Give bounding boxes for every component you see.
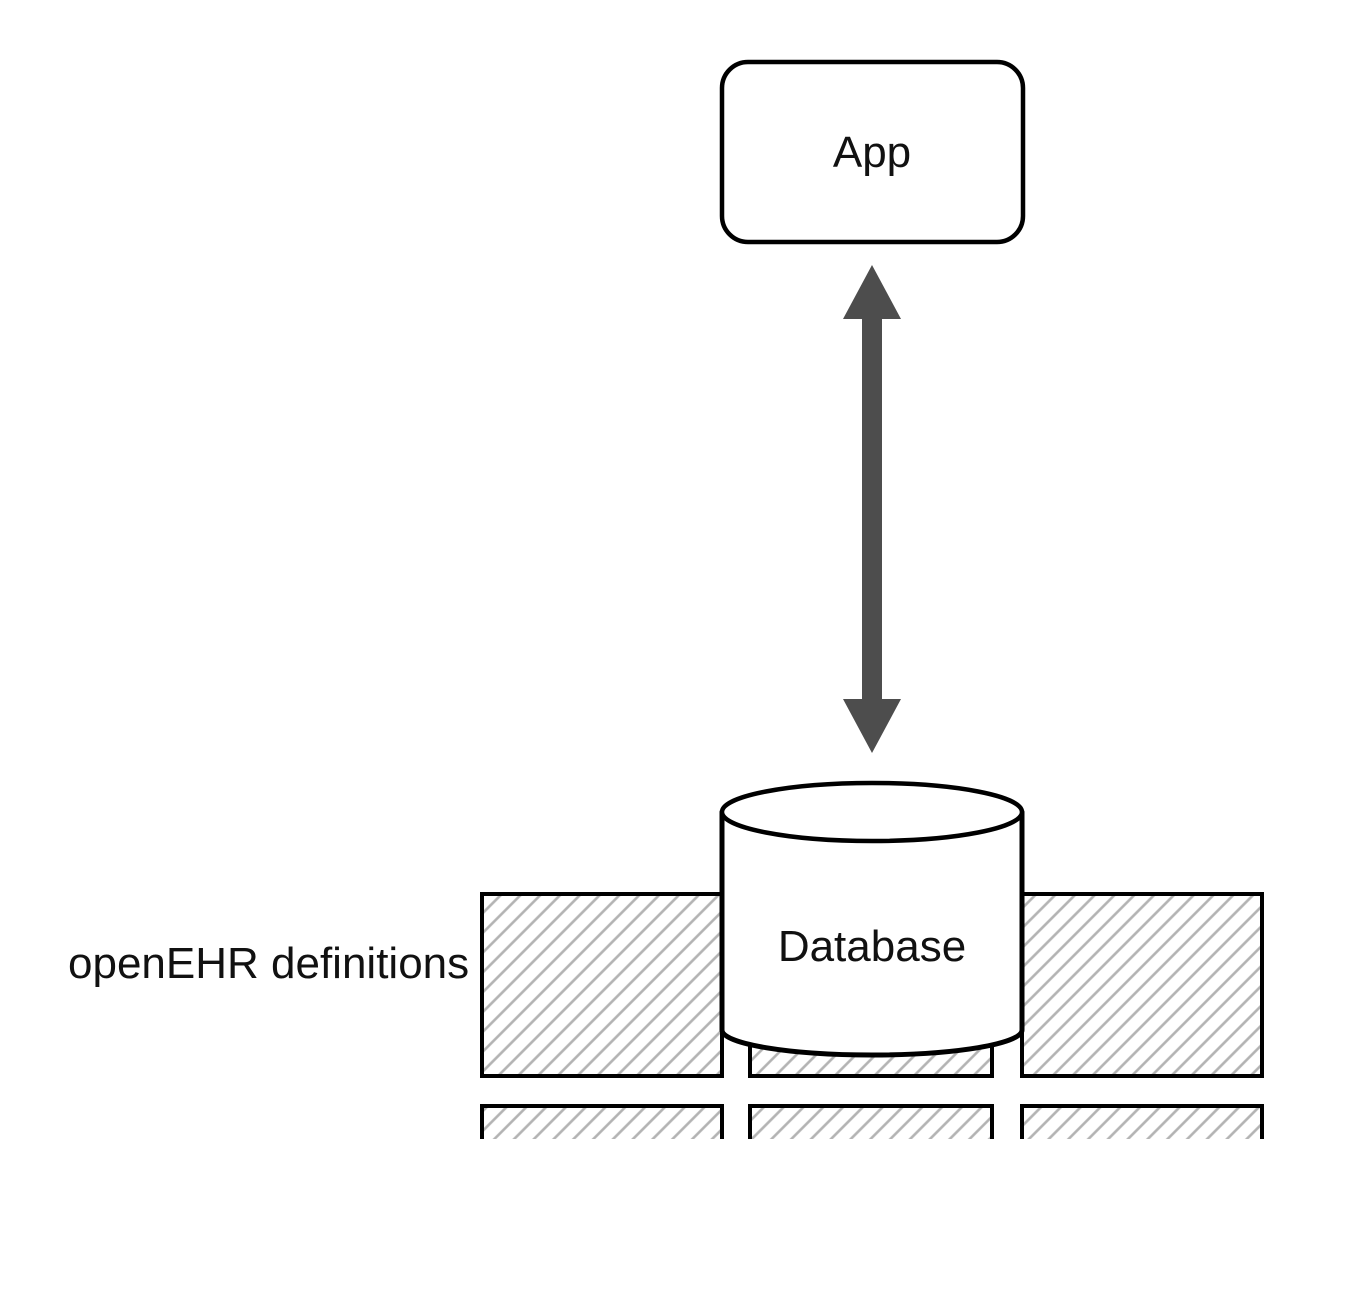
app-box — [719, 59, 1026, 245]
bidirectional-arrow — [843, 265, 901, 753]
hatched-block-clipped — [1020, 1104, 1264, 1139]
app-label: App — [833, 128, 911, 177]
hatched-block-clipped — [748, 1104, 994, 1139]
hatched-block — [1020, 892, 1264, 1078]
database-node: Database — [719, 780, 1025, 1058]
hatched-block — [480, 892, 724, 1078]
database-cylinder-body — [719, 809, 1025, 1058]
openehr-definitions-label: openEHR definitions — [68, 939, 469, 988]
hatched-definitions-row-2 — [480, 1104, 1264, 1139]
hatched-block-clipped — [480, 1104, 724, 1139]
database-label: Database — [778, 922, 966, 971]
app-node: App — [719, 59, 1026, 245]
database-cylinder-top — [719, 780, 1025, 844]
